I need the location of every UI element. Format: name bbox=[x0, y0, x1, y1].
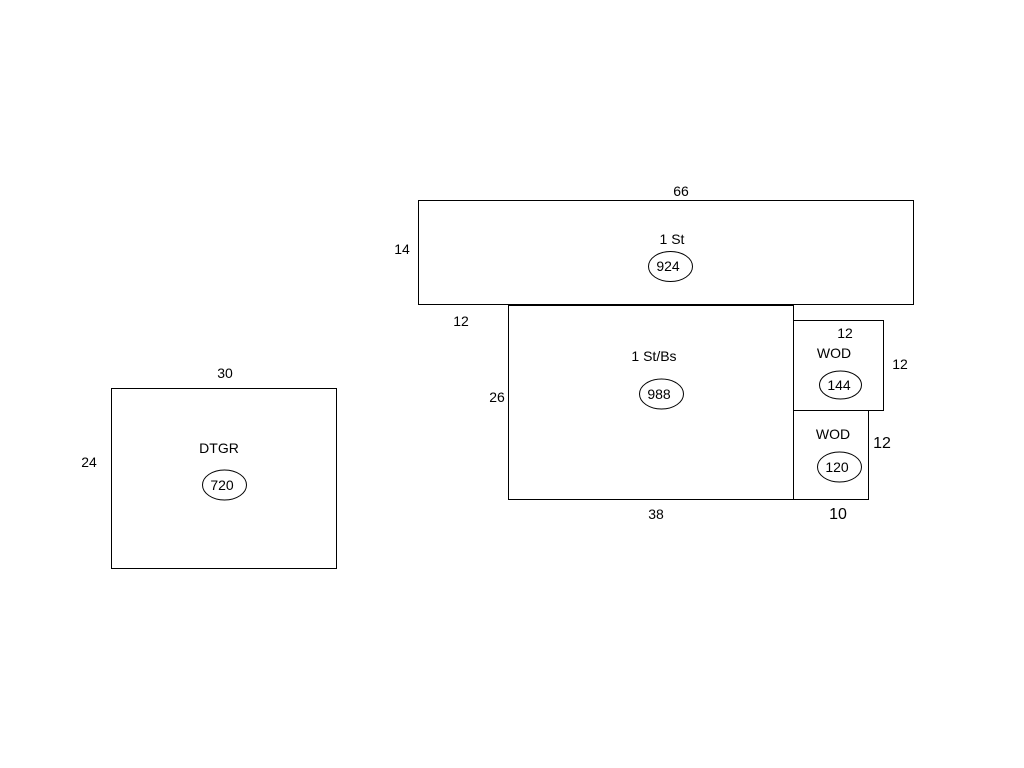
first-story-name-label: 1 St bbox=[660, 231, 685, 247]
dtgr-name-label: DTGR bbox=[199, 440, 239, 456]
first-story-basement-name-label: 1 St/Bs bbox=[631, 348, 676, 364]
first-story-basement-offset-dimension: 12 bbox=[453, 313, 469, 329]
dtgr-side-dimension: 24 bbox=[81, 454, 97, 470]
wod-lower-area-oval bbox=[817, 451, 862, 483]
wod-upper-area-label: 144 bbox=[827, 377, 851, 393]
first-story-basement-area-oval bbox=[639, 378, 684, 410]
dtgr-area-oval bbox=[202, 469, 247, 501]
first-story-area-label: 924 bbox=[656, 258, 680, 274]
wod-lower-bottom-dimension: 10 bbox=[829, 506, 847, 523]
dtgr-area-label: 720 bbox=[210, 477, 234, 493]
wod-lower-side-dimension: 12 bbox=[873, 435, 891, 452]
wod-lower-outline bbox=[793, 410, 869, 500]
wod-upper-name-label: WOD bbox=[817, 345, 851, 361]
first-story-area-oval bbox=[648, 251, 693, 282]
first-story-side-dimension: 14 bbox=[394, 241, 410, 257]
first-story-outline bbox=[418, 200, 914, 305]
first-story-basement-area-label: 988 bbox=[647, 386, 671, 402]
dtgr-top-dimension: 30 bbox=[217, 365, 233, 381]
first-story-basement-bottom-dimension: 38 bbox=[648, 506, 664, 522]
wod-upper-area-oval bbox=[819, 370, 862, 400]
wod-lower-section: 12 10 WOD 120 bbox=[793, 410, 891, 523]
first-story-basement-outline bbox=[508, 305, 794, 500]
wod-upper-section: 12 12 WOD 144 bbox=[793, 320, 908, 411]
first-story-section: 66 14 1 St 924 bbox=[394, 183, 914, 305]
first-story-top-dimension: 66 bbox=[673, 183, 689, 199]
dtgr-outline bbox=[111, 388, 337, 569]
wod-lower-area-label: 120 bbox=[825, 459, 849, 475]
first-story-basement-side-dimension: 26 bbox=[489, 389, 505, 405]
dtgr-section: 30 24 DTGR 720 bbox=[81, 365, 337, 569]
wod-upper-side-dimension: 12 bbox=[892, 356, 908, 372]
wod-lower-name-label: WOD bbox=[816, 426, 850, 442]
first-story-basement-section: 12 26 38 1 St/Bs 988 bbox=[453, 305, 794, 522]
wod-upper-top-dimension: 12 bbox=[837, 325, 853, 341]
